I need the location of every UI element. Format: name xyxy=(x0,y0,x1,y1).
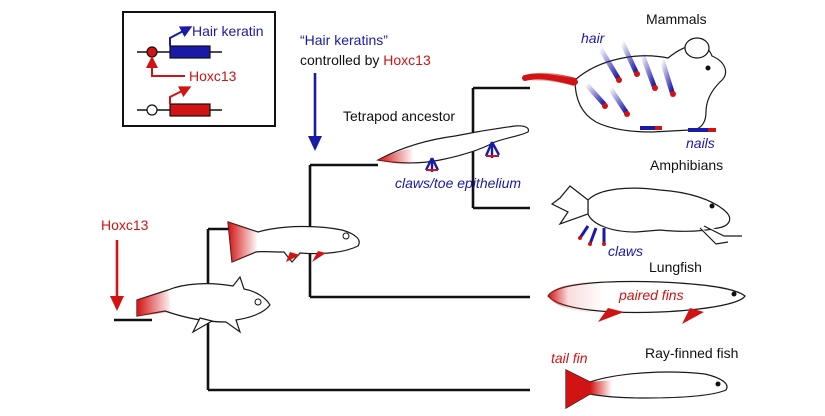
lungfish-icon xyxy=(547,280,746,324)
hair-label: hair xyxy=(581,30,606,46)
mammals-label: Mammals xyxy=(646,11,707,27)
paired-fins-label: paired fins xyxy=(618,287,684,303)
tetrapod-ancestor-icon xyxy=(376,125,530,172)
legend-hair-keratin-label: Hair keratin xyxy=(192,23,264,39)
amphibian-frog-icon xyxy=(550,185,742,246)
ancestral-fish-icon xyxy=(136,275,271,334)
hoxc13-origin-note: Hoxc13 xyxy=(101,217,149,311)
ray-finned-fish-icon xyxy=(565,369,728,410)
gene-legend: Hair keratin Hoxc13 xyxy=(122,11,276,127)
lobe-finned-ancestor-icon xyxy=(227,221,360,263)
tail-fin-label: tail fin xyxy=(551,350,588,366)
tetrapod-ancestor-label: Tetrapod ancestor xyxy=(343,108,455,124)
mammal-mouse-icon xyxy=(522,37,727,133)
svg-text:“Hair keratins”: “Hair keratins” xyxy=(300,32,388,48)
ray-finned-fish-label: Ray-finned fish xyxy=(645,345,738,361)
active-promoter-icon xyxy=(146,46,158,58)
legend-hoxc13-label: Hoxc13 xyxy=(189,68,237,84)
amphibians-label: Amphibians xyxy=(650,157,723,173)
claws-label: claws xyxy=(608,243,643,259)
svg-text:Hoxc13: Hoxc13 xyxy=(101,217,149,233)
hoxc13-gene-box xyxy=(169,103,211,117)
lungfish-label: Lungfish xyxy=(649,259,702,275)
svg-text:controlled by Hoxc13: controlled by Hoxc13 xyxy=(300,52,431,68)
nails-label: nails xyxy=(686,135,715,151)
claws-toe-epithelium-label: claws/toe epithelium xyxy=(395,175,521,191)
hair-keratin-gene-box xyxy=(169,45,211,59)
hair-keratin-note: “Hair keratins” controlled by Hoxc13 xyxy=(300,32,431,151)
promoter-icon xyxy=(146,104,158,116)
